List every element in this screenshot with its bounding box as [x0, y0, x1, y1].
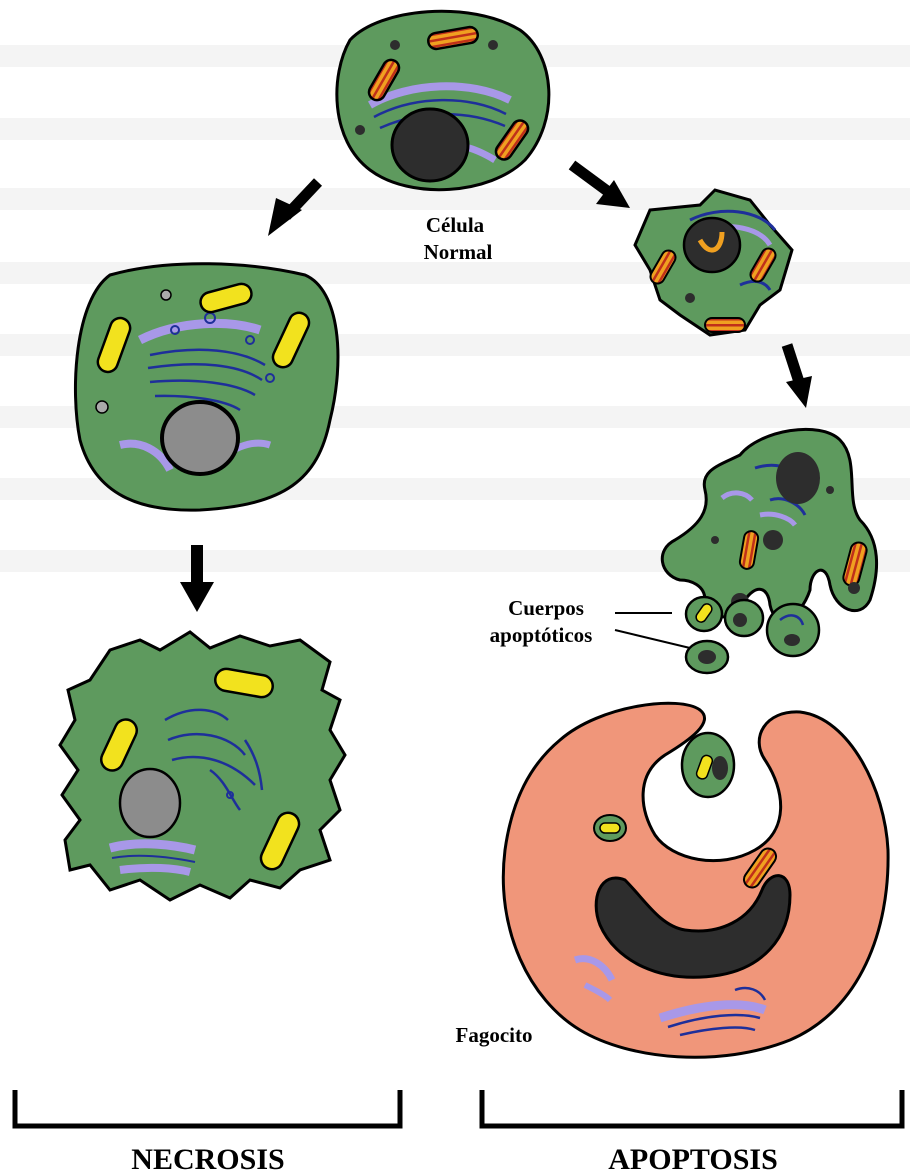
necrosis-lysed-cell	[60, 632, 345, 900]
lysed-cell-nucleus	[120, 769, 180, 837]
apoptotic-body	[767, 604, 819, 656]
apoptotic-bodies-label: apoptóticos	[490, 623, 593, 647]
condensed-nucleus	[684, 218, 740, 272]
apoptosis-label: APOPTOSIS	[608, 1143, 778, 1175]
phagocyte-cell	[503, 703, 888, 1057]
apoptosis-blebbing-cell	[662, 429, 876, 619]
normal-cell	[337, 11, 549, 189]
normal-cell-label: Célula	[426, 213, 485, 237]
apoptosis-condensed-cell	[635, 190, 792, 335]
normal-cell-label: Normal	[424, 240, 493, 264]
normal-cell-nucleus	[392, 109, 468, 181]
necrosis-bracket	[15, 1090, 400, 1126]
necrosis-swollen-cell	[75, 264, 338, 510]
phagocyte-label: Fagocito	[456, 1023, 533, 1047]
necrosis-label: NECROSIS	[131, 1143, 284, 1175]
label-leader-line	[615, 630, 690, 648]
apoptotic-bodies-label: Cuerpos	[508, 596, 584, 620]
swollen-cell-nucleus	[162, 402, 238, 474]
apoptotic-bodies	[686, 597, 819, 673]
apoptosis-bracket	[482, 1090, 902, 1126]
